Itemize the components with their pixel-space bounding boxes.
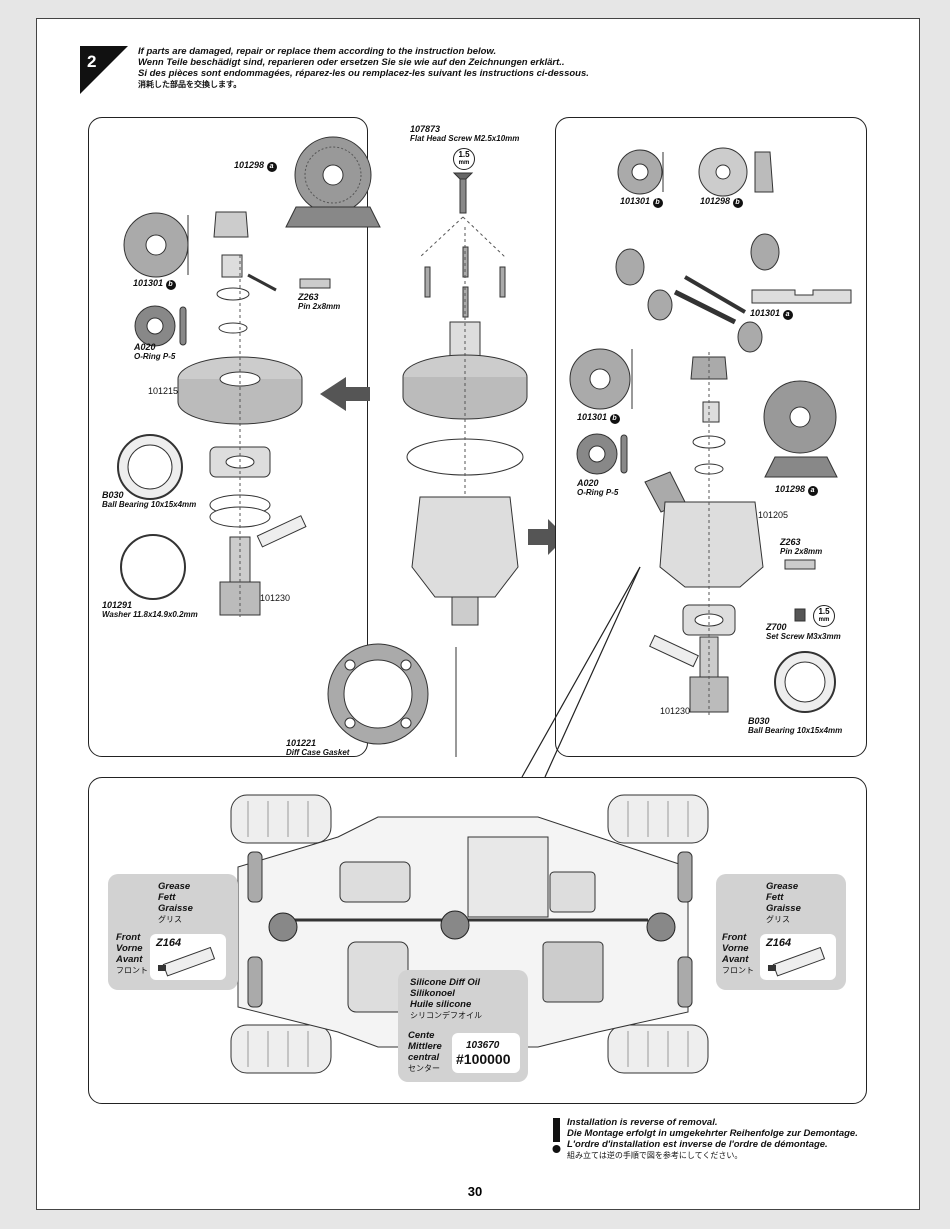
part-101301-top-label: 101301 b [620,196,663,208]
part-101298-bottom-label: 101298 a [775,484,818,496]
reassembly-note: Installation is reverse of removal. Die … [567,1117,858,1160]
part-101205-label: 101205 [758,510,789,520]
step-number: 2 [87,52,97,71]
part-101301-label: 101301 b [133,278,176,290]
step-instructions: If parts are damaged, repair or replace … [138,46,589,90]
instruction-en: If parts are damaged, repair or replace … [138,46,497,57]
oil-part-code: 103670 [466,1040,500,1051]
right-panel-drawing [569,147,852,717]
chassis-drawing [230,794,709,1074]
warning-icon [552,1118,561,1153]
grease-code-right: Z164 [766,937,792,949]
instruction-fr: Si des pièces sont endommagées, réparez-… [138,68,589,79]
part-101298-top-label: 101298 b [700,196,743,208]
part-101215-label: 101215 [148,386,179,396]
part-101301-mid-label: 101301 b [577,412,620,424]
left-panel-drawing [117,136,381,617]
part-101298-label: 101298 a [234,160,277,172]
part-101230-label: 101230 [260,593,291,603]
page-number: 30 [467,1184,483,1199]
grease-code-left: Z164 [156,937,182,949]
instruction-jp: 消耗した部品を交換します。 [138,80,242,89]
step-marker [80,46,128,94]
grease-tube-icon-right [768,946,826,977]
grease-tube-icon [158,946,216,977]
oil-weight-value: #100000 [456,1051,511,1067]
part-101230-right-label: 101230 [660,706,691,716]
part-101301-bar-label: 101301 a [750,308,793,320]
oil-code-box [452,1033,520,1073]
center-drawing [327,172,566,757]
instruction-de: Wenn Teile beschädigt sind, reparieren o… [138,57,565,68]
